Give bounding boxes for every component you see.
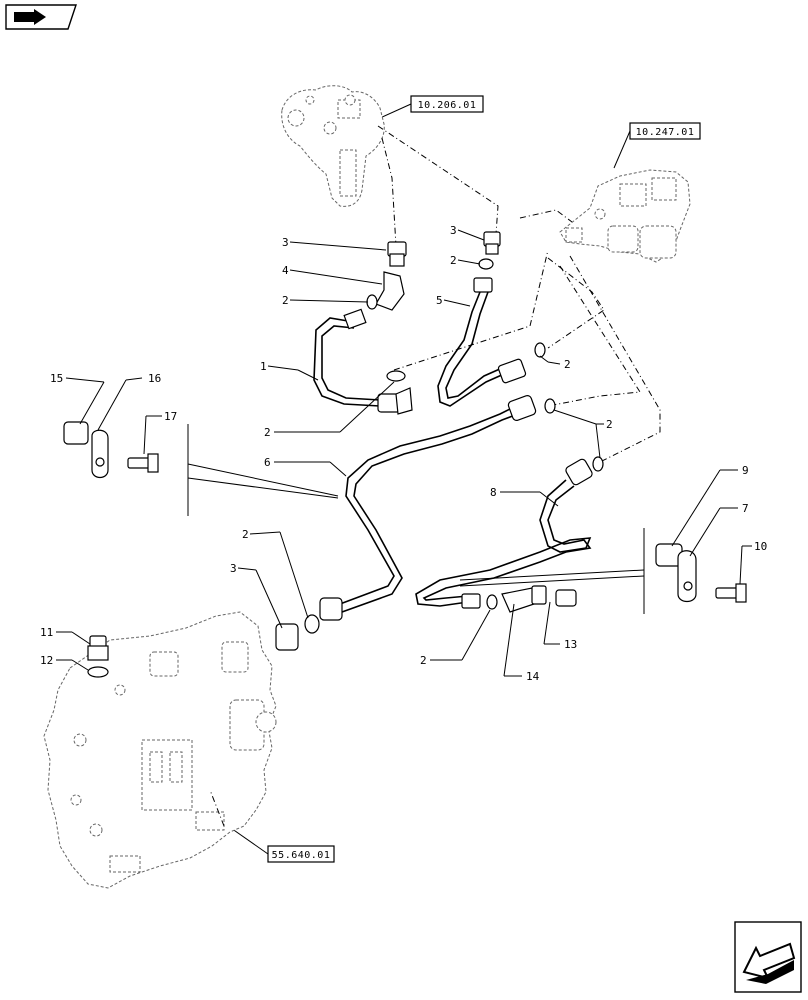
callout-2: 2 — [264, 426, 271, 439]
callout-3: 3 — [450, 224, 457, 237]
next-page-arrow-icon[interactable] — [734, 921, 802, 993]
callout-2: 2 — [564, 358, 571, 371]
callout-2: 2 — [242, 528, 249, 541]
pipe-1 — [313, 308, 413, 415]
clamp-group-left — [63, 421, 159, 479]
book-arrow-icon[interactable] — [5, 4, 77, 30]
callout-8: 8 — [490, 486, 497, 499]
ref-box-right[interactable]: 10.247.01 — [613, 122, 701, 169]
callout-2: 2 — [606, 418, 613, 431]
callout-9: 9 — [742, 464, 749, 477]
fittings — [87, 231, 604, 678]
callout-2: 2 — [450, 254, 457, 267]
leader-lines — [56, 229, 752, 677]
callout-5: 5 — [436, 294, 443, 307]
pipe-6 — [319, 395, 537, 621]
transmission-cover-bottom — [43, 611, 277, 889]
ref-box-top[interactable]: 10.206.01 — [379, 95, 484, 119]
valve-assembly-right — [559, 169, 691, 263]
callout-12: 12 — [40, 654, 53, 667]
callout-4: 4 — [282, 264, 289, 277]
callout-3: 3 — [230, 562, 237, 575]
connection-dash-lines — [209, 125, 661, 827]
pipe-8 — [415, 458, 593, 609]
ref-box-bottom[interactable]: 55.640.01 — [227, 825, 335, 863]
ref-right-label: 10.247.01 — [636, 127, 695, 138]
callout-17: 17 — [164, 410, 177, 423]
pipe-5 — [437, 277, 527, 407]
callout-13: 13 — [564, 638, 577, 651]
clamp-group-right — [655, 543, 747, 603]
callout-15: 15 — [50, 372, 63, 385]
callout-2: 2 — [420, 654, 427, 667]
callout-7: 7 — [742, 502, 749, 515]
callout-1: 1 — [260, 360, 267, 373]
callout-2: 2 — [282, 294, 289, 307]
callout-labels: 3 4 2 1 2 3 2 5 2 2 6 2 3 8 2 14 13 9 7 … — [40, 224, 767, 683]
ref-top-label: 10.206.01 — [418, 100, 477, 111]
callout-16: 16 — [148, 372, 161, 385]
callout-11: 11 — [40, 626, 53, 639]
callout-3: 3 — [282, 236, 289, 249]
callout-6: 6 — [264, 456, 271, 469]
callout-10: 10 — [754, 540, 767, 553]
bracket-lines — [187, 424, 645, 614]
callout-14: 14 — [526, 670, 540, 683]
pump-assembly-top — [281, 85, 385, 207]
ref-bottom-label: 55.640.01 — [272, 850, 331, 861]
